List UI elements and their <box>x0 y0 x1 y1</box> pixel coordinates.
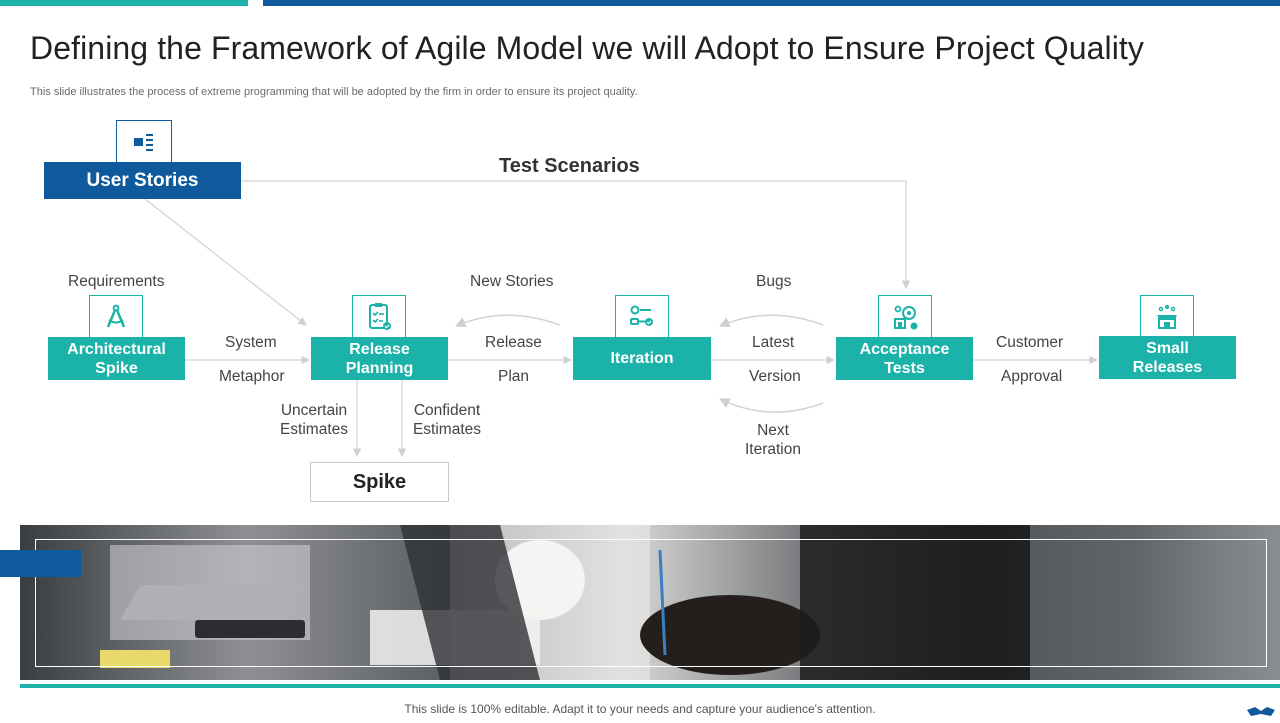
label-next-line2: Iteration <box>744 441 801 458</box>
top-accent-blue <box>263 0 1280 6</box>
node-label-line1: Architectural <box>67 340 166 358</box>
checklist-icon <box>352 295 406 339</box>
user-stories-icon <box>116 120 172 164</box>
label-plan: Plan <box>498 368 530 385</box>
label-next-line1: Next <box>757 422 789 439</box>
node-label-line1: Acceptance <box>859 340 950 358</box>
connector-new-stories-curve <box>455 314 561 328</box>
label-customer: Customer <box>996 334 1064 351</box>
label-metaphor: Metaphor <box>219 368 285 385</box>
workflow-icon <box>615 295 669 339</box>
label-release: Release <box>485 334 542 351</box>
store-release-icon <box>1140 295 1194 339</box>
label-latest: Latest <box>752 334 795 351</box>
connector-bugs-curve <box>719 314 824 328</box>
label-requirements: Requirements <box>68 273 165 290</box>
connector-next-iteration-curve <box>719 398 824 413</box>
photo-accent-bar <box>0 550 81 577</box>
label-system: System <box>225 334 277 351</box>
label-confident-line2: Estimates <box>412 421 482 438</box>
bottom-accent-line <box>20 684 1280 688</box>
label-bugs: Bugs <box>756 273 792 290</box>
meeting-photo <box>20 525 1280 680</box>
test-scenarios-label: Test Scenarios <box>499 155 640 177</box>
top-accent-teal <box>0 0 248 6</box>
node-label-line2: Spike <box>95 359 138 377</box>
photo-frame <box>35 539 1267 667</box>
footer-note: This slide is 100% editable. Adapt it to… <box>404 702 876 716</box>
target-test-icon <box>878 295 932 339</box>
label-version: Version <box>749 368 801 385</box>
node-label-line1: Release <box>349 340 410 358</box>
connector-stories-to-planning <box>144 198 307 326</box>
spike-box: Spike <box>310 462 449 502</box>
label-uncertain-line1: Uncertain <box>280 402 348 419</box>
user-stories-box: User Stories <box>44 162 241 199</box>
label-new-stories: New Stories <box>470 273 554 290</box>
node-iteration: Iteration <box>573 337 711 380</box>
node-label-line1: Small <box>1146 339 1189 357</box>
compass-icon <box>89 295 143 339</box>
label-uncertain-line2: Estimates <box>279 421 349 438</box>
label-approval: Approval <box>1001 368 1063 385</box>
node-label-line2: Tests <box>884 359 925 377</box>
node-label-line2: Releases <box>1132 358 1203 376</box>
page-title: Defining the Framework of Agile Model we… <box>30 30 1144 66</box>
handshake-logo-icon <box>1246 704 1276 723</box>
page-subtitle: This slide illustrates the process of ex… <box>30 86 638 98</box>
node-label-line2: Planning <box>345 359 414 377</box>
label-confident-line1: Confident <box>413 402 481 419</box>
